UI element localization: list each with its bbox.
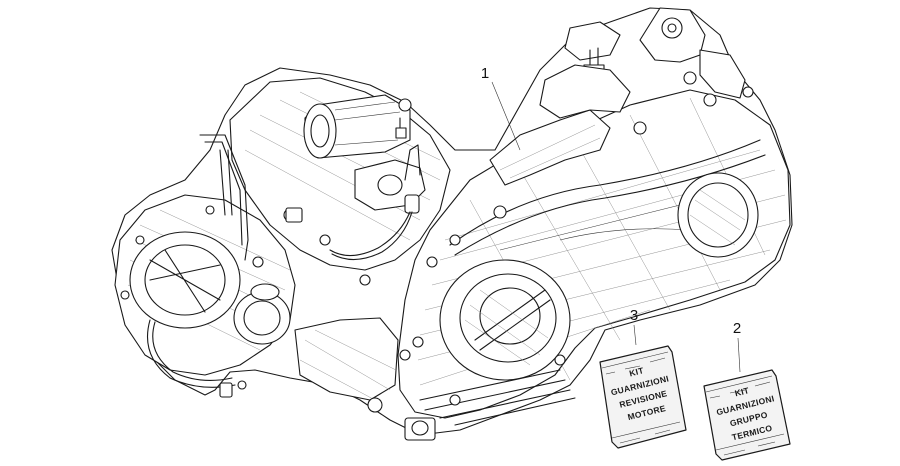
callout-1: 1 [481, 65, 521, 151]
gasket-kit-engine-overhaul: KIT GUARNIZIONI REVISIONE MOTORE [599, 345, 687, 449]
kit-label-line: KIT [628, 365, 645, 378]
engine-assembly [111, 7, 793, 441]
callout-number: 1 [481, 65, 489, 82]
callout-2: 2 [733, 320, 741, 373]
callout-number: 3 [630, 307, 638, 324]
callout-number: 2 [733, 320, 741, 337]
callout-3: 3 [630, 307, 638, 346]
kit-label-line: KIT [734, 385, 751, 398]
gasket-kit-thermal-group: KIT GUARNIZIONI GRUPPO TERMICO [703, 369, 791, 461]
top-bolts [399, 71, 754, 406]
